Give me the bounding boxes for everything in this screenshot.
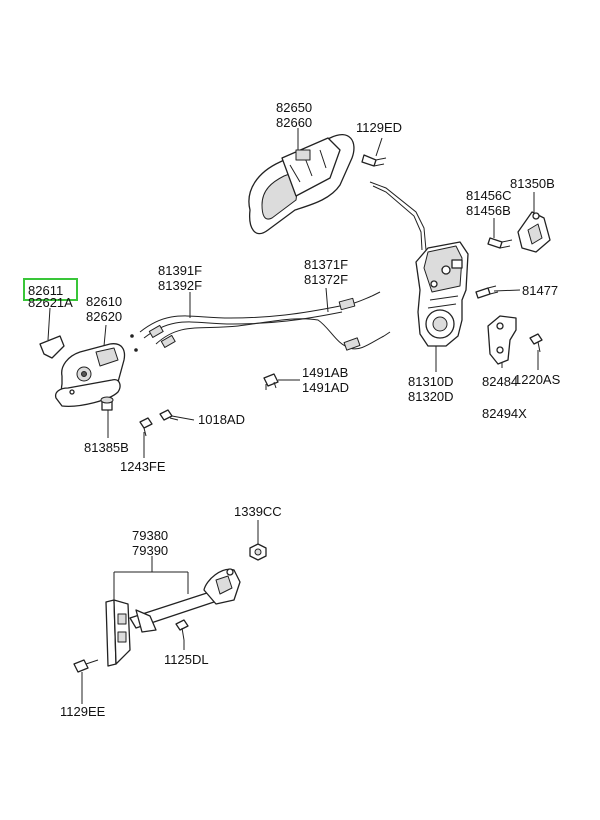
- screw-1243FE[interactable]: [139, 417, 153, 437]
- screw-1018AD[interactable]: [159, 409, 179, 421]
- label-1129EE: 1129EE: [60, 704, 106, 719]
- label-82621A: 82621A: [28, 295, 73, 310]
- screw-1220AS[interactable]: [529, 333, 543, 353]
- label-1243FE: 1243FE: [120, 459, 166, 474]
- leader-lines: [47, 128, 539, 704]
- label-81310D: 81310D: [408, 374, 454, 389]
- bolt-1125DL[interactable]: [175, 619, 189, 641]
- label-81391F: 81391F: [158, 263, 202, 278]
- striker-81350B[interactable]: [517, 211, 551, 253]
- latch-rod: [369, 181, 427, 251]
- label-1491AB: 1491AB: [302, 365, 348, 380]
- label-81320D: 81320D: [408, 389, 454, 404]
- label-82494X: 82494X: [482, 406, 527, 421]
- label-82620: 82620: [86, 309, 122, 324]
- bolt-81456[interactable]: [487, 237, 513, 249]
- label-1491AD: 1491AD: [302, 380, 349, 395]
- label-1220AS: 1220AS: [514, 372, 561, 387]
- highlight-box-82611[interactable]: [23, 278, 78, 301]
- outside-handle-part[interactable]: [248, 134, 355, 235]
- label-82660: 82660: [276, 115, 312, 130]
- label-82650: 82650: [276, 100, 312, 115]
- label-81456C: 81456C: [466, 188, 512, 203]
- cables: [130, 291, 391, 352]
- label-81372F: 81372F: [304, 272, 348, 287]
- label-79390: 79390: [132, 543, 168, 558]
- label-82484: 82484: [482, 374, 518, 389]
- label-79380: 79380: [132, 528, 168, 543]
- label-81385B: 81385B: [84, 440, 129, 455]
- bushing-81385B[interactable]: [100, 396, 114, 411]
- inside-handle-part[interactable]: [54, 343, 126, 407]
- label-81477: 81477: [522, 283, 558, 298]
- bolt-1129ED[interactable]: [361, 154, 387, 167]
- label-81392F: 81392F: [158, 278, 202, 293]
- label-1129ED: 1129ED: [356, 120, 402, 135]
- label-1018AD: 1018AD: [198, 412, 245, 427]
- label-1339CC: 1339CC: [234, 504, 282, 519]
- bolt-1129EE[interactable]: [73, 659, 99, 673]
- label-81350B: 81350B: [510, 176, 555, 191]
- clip-1491[interactable]: [263, 373, 279, 390]
- bracket-82484[interactable]: [487, 315, 517, 365]
- cover-82611[interactable]: [39, 335, 65, 359]
- label-1125DL: 1125DL: [164, 652, 209, 667]
- label-82611: 82611: [28, 283, 63, 298]
- door-latch-part[interactable]: [415, 241, 469, 347]
- label-82610: 82610: [86, 294, 122, 309]
- nut-1339CC[interactable]: [249, 543, 267, 561]
- door-checker-part[interactable]: [105, 568, 241, 667]
- label-81371F: 81371F: [304, 257, 348, 272]
- bolt-81477[interactable]: [475, 285, 499, 299]
- label-81456B: 81456B: [466, 203, 511, 218]
